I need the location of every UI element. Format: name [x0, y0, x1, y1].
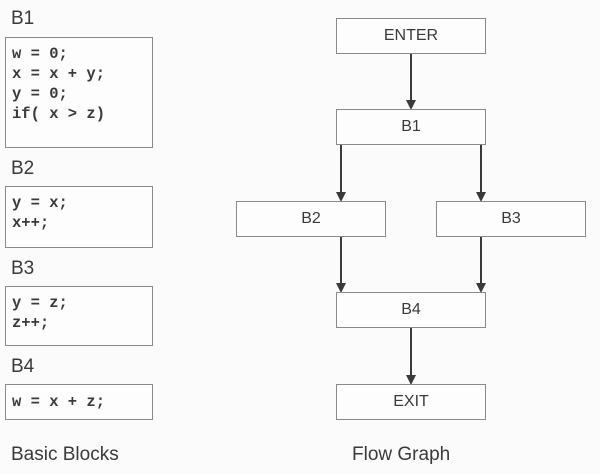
code-line: y = x; [12, 194, 68, 212]
node-enter: ENTER [336, 18, 486, 54]
basic-blocks-caption: Basic Blocks [11, 444, 119, 465]
code-block-b1: w = 0; x = x + y; y = 0; if( x > z) [5, 37, 153, 148]
node-b2: B2 [236, 201, 386, 237]
block-label-b4: B4 [11, 356, 35, 377]
code-line: y = 0; [12, 85, 68, 103]
code-line: if( x > z) [12, 105, 106, 123]
code-line: y = z; [12, 294, 68, 312]
block-label-b3: B3 [11, 258, 35, 279]
block-label-b1: B1 [11, 8, 35, 29]
code-line: z++; [12, 314, 50, 332]
node-b3: B3 [436, 201, 586, 237]
code-line: w = 0; [12, 45, 68, 63]
code-line: x++; [12, 214, 50, 232]
block-label-b2: B2 [11, 158, 35, 179]
code-line: w = x + z; [12, 393, 106, 411]
code-block-b2: y = x; x++; [5, 186, 153, 248]
flow-graph-caption: Flow Graph [352, 444, 451, 465]
code-line: x = x + y; [12, 65, 106, 83]
code-block-b4: w = x + z; [5, 384, 153, 420]
code-block-b3: y = z; z++; [5, 286, 153, 346]
node-b1: B1 [336, 109, 486, 145]
node-exit: EXIT [336, 384, 486, 420]
node-b4: B4 [336, 292, 486, 328]
